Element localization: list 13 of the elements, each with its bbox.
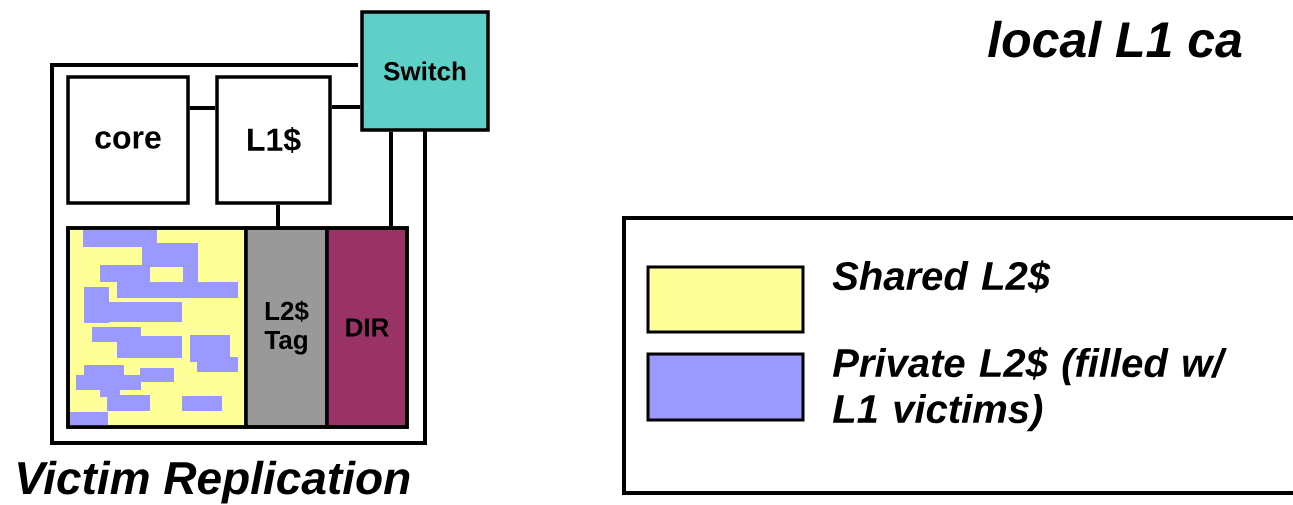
connector-line (389, 131, 393, 227)
connector-line (276, 204, 280, 227)
tag-box: L2$ Tag (244, 226, 329, 429)
connector-line (189, 106, 216, 110)
legend-text: Shared L2$ (832, 260, 1051, 293)
connector-line (331, 105, 361, 109)
switch-box: Switch (360, 10, 490, 132)
component-box: core (66, 75, 190, 205)
directory-box: DIR (325, 226, 409, 429)
component-box: L1$ (215, 75, 332, 205)
legend-text: Private L2$ (filled w/ L1 victims) (832, 347, 1227, 432)
heading: local L1 ca (988, 20, 1242, 58)
caption: Victim Replication (18, 460, 410, 504)
